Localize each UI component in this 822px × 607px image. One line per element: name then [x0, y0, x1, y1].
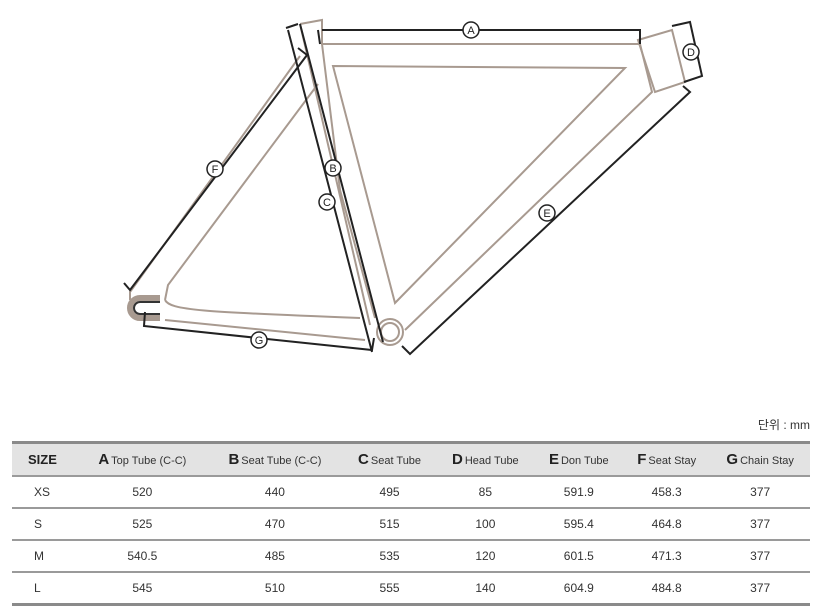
value-cell: 85	[436, 476, 535, 509]
column-name: Don Tube	[560, 455, 609, 467]
size-cell: L	[12, 572, 78, 606]
value-cell: 464.8	[623, 508, 711, 541]
label-d: D	[687, 47, 695, 59]
value-cell: 555	[342, 572, 437, 606]
column-name: Seat Tube	[370, 455, 422, 467]
label-g: G	[255, 335, 264, 347]
value-cell: 470	[206, 508, 343, 541]
value-cell: 535	[342, 540, 437, 573]
column-letter: G	[726, 451, 739, 468]
value-cell: 545	[77, 572, 207, 606]
value-cell: 458.3	[623, 476, 711, 509]
value-cell: 595.4	[534, 508, 624, 541]
column-letter: E	[548, 451, 559, 468]
value-cell: 515	[342, 508, 437, 541]
column-letter: D	[452, 451, 463, 468]
label-b: B	[329, 163, 336, 175]
size-header: SIZE	[28, 452, 57, 467]
column-letter: F	[637, 451, 647, 468]
value-cell: 100	[436, 508, 535, 541]
column-name: Seat Stay	[648, 455, 697, 467]
frame-outline	[129, 18, 687, 346]
label-c: C	[323, 197, 331, 209]
value-cell: 591.9	[534, 476, 624, 509]
value-cell: 484.8	[623, 572, 711, 606]
column-name: Head Tube	[464, 455, 519, 467]
value-cell: 495	[342, 476, 437, 509]
size-cell: XS	[12, 476, 78, 509]
column-letter: A	[98, 451, 110, 468]
value-cell: 377	[710, 572, 810, 606]
value-cell: 120	[436, 540, 535, 573]
dimension-lines	[123, 20, 704, 356]
size-cell: S	[12, 508, 78, 541]
value-cell: 604.9	[534, 572, 624, 606]
value-cell: 440	[206, 476, 343, 509]
column-letter: C	[358, 451, 369, 468]
dropout	[127, 295, 160, 321]
column-name: Chain Stay	[740, 455, 794, 467]
unit-label: 단위 : mm	[757, 418, 810, 432]
column-letter: B	[228, 451, 240, 468]
value-cell: 377	[710, 476, 810, 509]
label-e: E	[543, 208, 550, 220]
bike-frame-diagram: A D B C E F G	[123, 18, 704, 356]
value-cell: 540.5	[77, 540, 207, 573]
label-f: F	[212, 164, 219, 176]
value-cell: 377	[710, 508, 810, 541]
value-cell: 377	[710, 540, 810, 573]
value-cell: 601.5	[534, 540, 624, 573]
label-a: A	[467, 25, 475, 37]
column-name: Top Tube (C-C)	[111, 455, 187, 467]
value-cell: 510	[206, 572, 343, 606]
dimension-labels	[206, 21, 700, 349]
value-cell: 140	[436, 572, 535, 606]
value-cell: 520	[77, 476, 207, 509]
column-name: Seat Tube (C-C)	[241, 455, 322, 467]
value-cell: 525	[77, 508, 207, 541]
size-cell: M	[12, 540, 78, 573]
value-cell: 485	[206, 540, 343, 573]
value-cell: 471.3	[623, 540, 711, 573]
